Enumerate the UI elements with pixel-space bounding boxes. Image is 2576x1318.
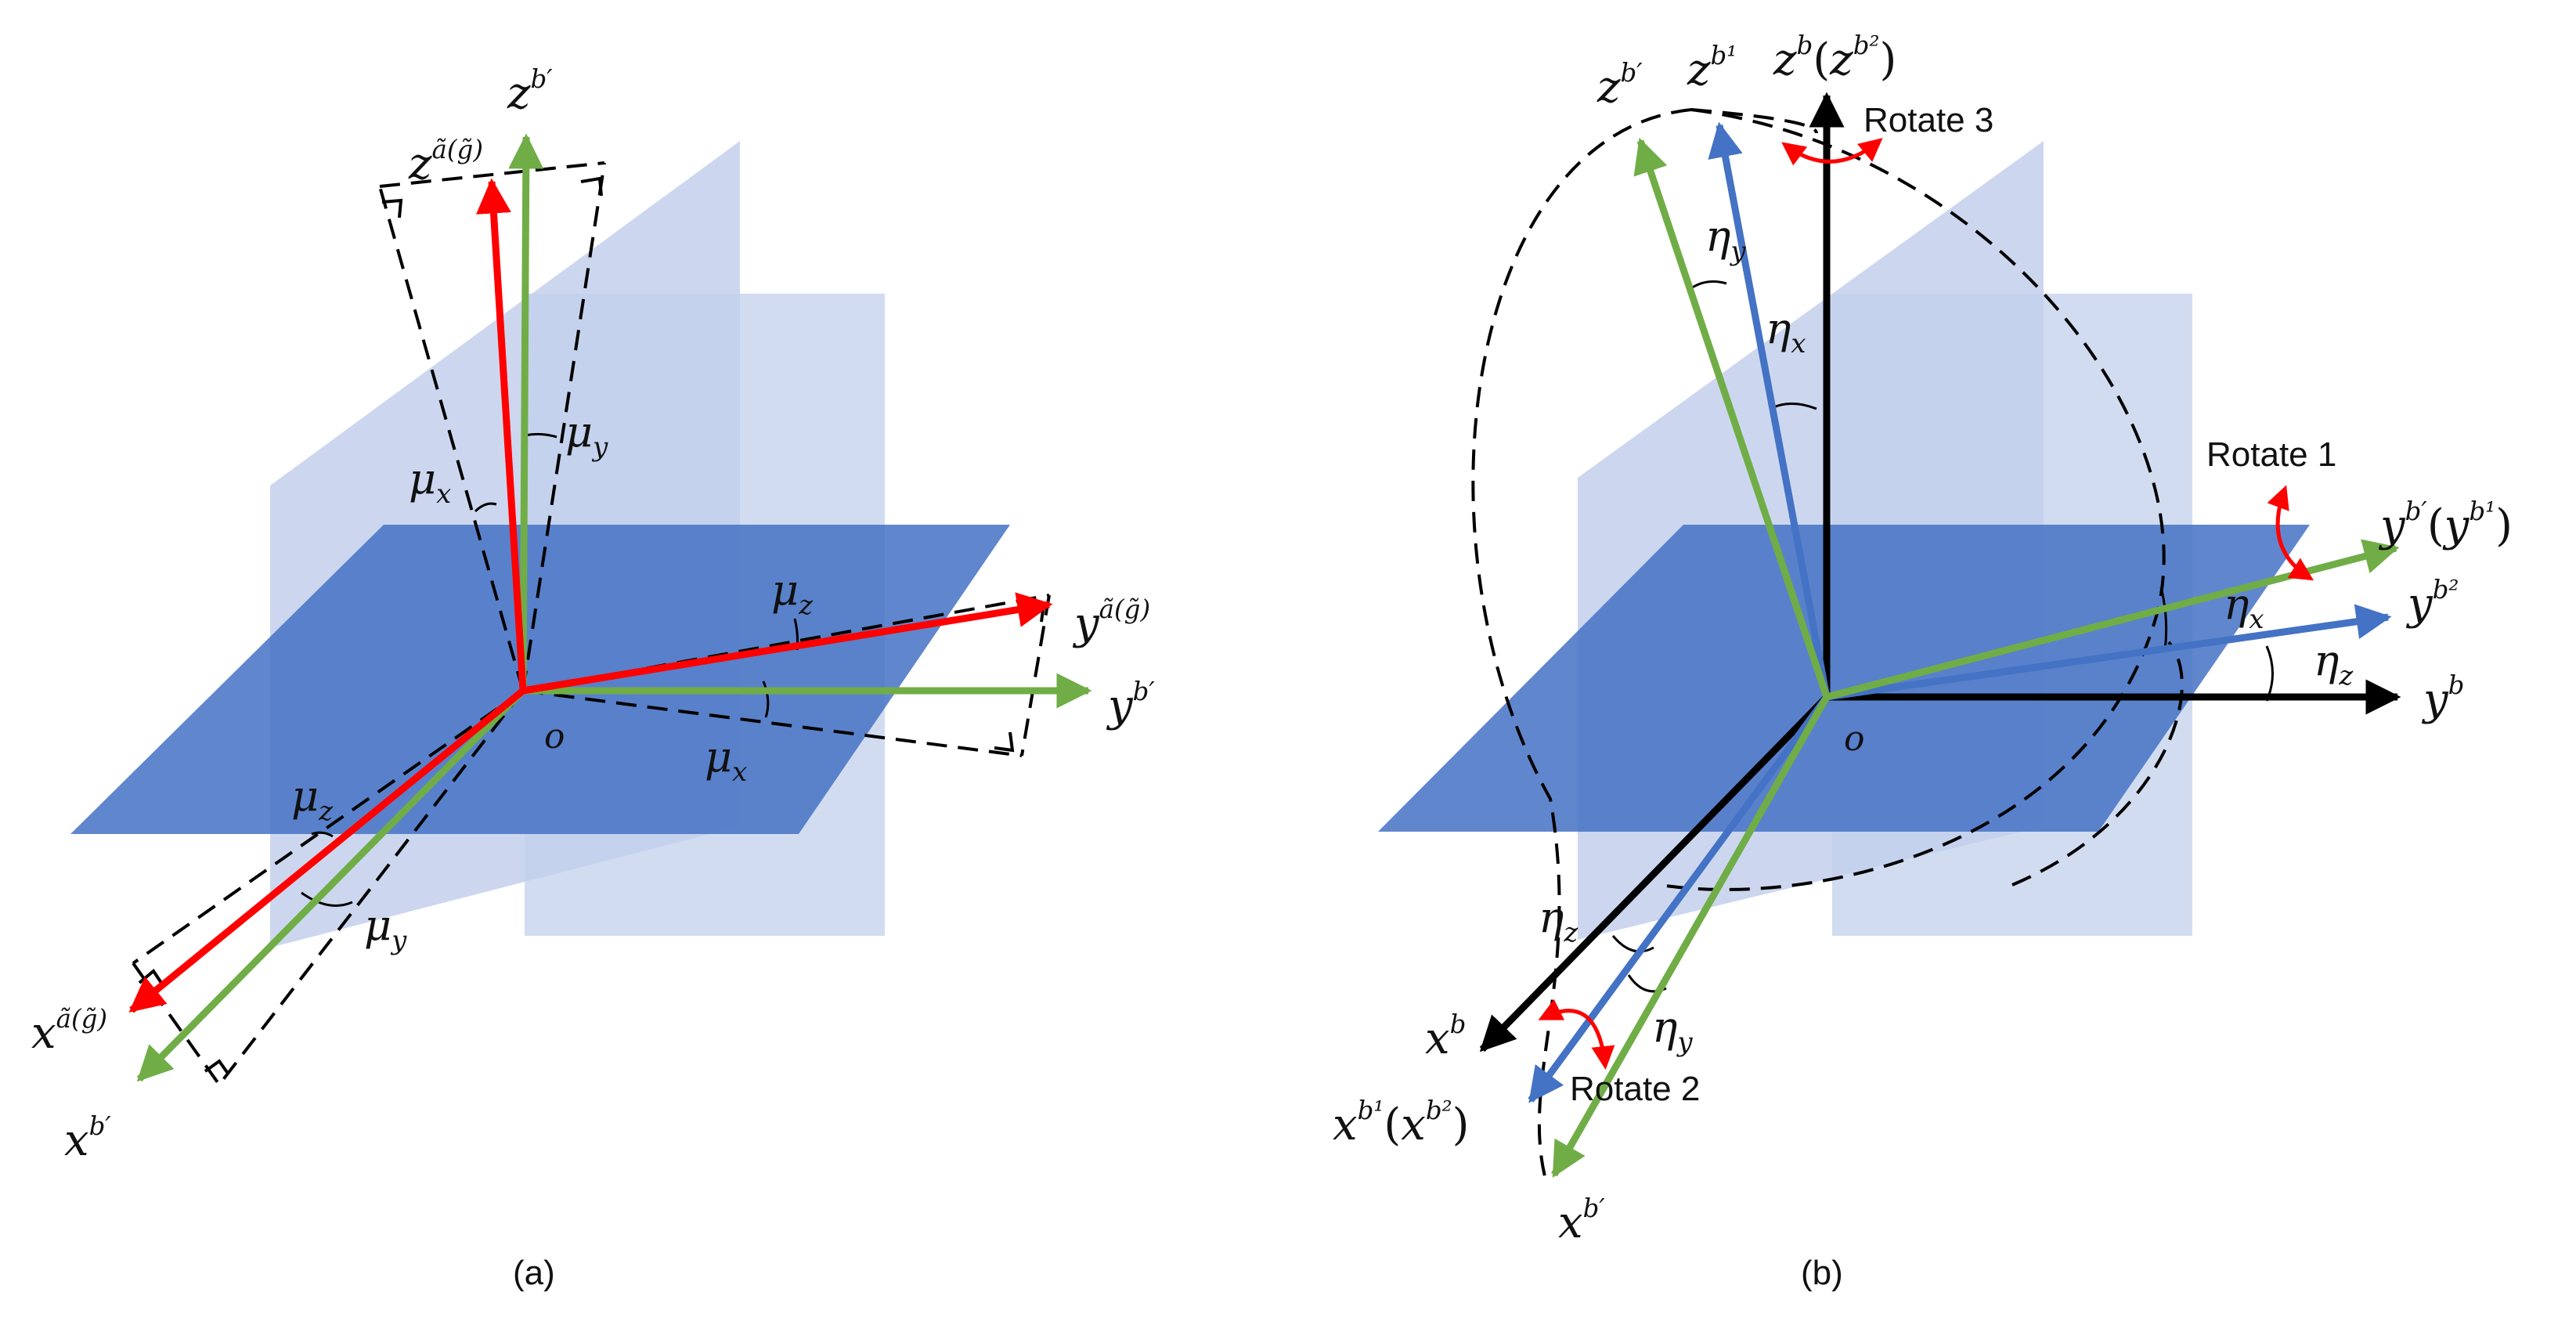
panel-b: o zb′ zb¹ zb(zb²) yb′(yb¹) yb² yb xb xb¹… bbox=[1333, 31, 2513, 1292]
z-ref-axis bbox=[508, 133, 544, 691]
rotate-2-arrow bbox=[1538, 998, 1615, 1070]
label-z-b-prime: zb′ bbox=[1596, 58, 1643, 113]
origin-label-b: o bbox=[1844, 719, 1865, 759]
label-y-b: yb bbox=[2421, 670, 2464, 725]
rotate-1-label: Rotate 1 bbox=[2206, 435, 2336, 474]
x-sensor-axis bbox=[128, 688, 525, 1013]
origin-label-a: o bbox=[544, 717, 565, 756]
y-sensor-axis bbox=[522, 592, 1053, 695]
rotate-3-label: Rotate 3 bbox=[1863, 101, 1993, 139]
rotate-1-arrow bbox=[2267, 485, 2314, 581]
angle-mu-y-left: μy bbox=[364, 901, 407, 956]
label-x-b: xb bbox=[1425, 1009, 1466, 1064]
angle-mu-z-left: μz bbox=[291, 771, 334, 827]
angle-mu-x-top: μx bbox=[409, 454, 451, 510]
label-y-b-prime: yb′(yb¹) bbox=[2378, 497, 2513, 551]
angle-eta-x-top: ηx bbox=[1766, 304, 1806, 359]
caption-b: (b) bbox=[1801, 1254, 1843, 1292]
rotate-2-label: Rotate 2 bbox=[1570, 1070, 1700, 1108]
angle-eta-z-left: ηz bbox=[1539, 893, 1578, 948]
y-b2-axis bbox=[1826, 604, 2392, 701]
label-y-sensor: yã(g̃) bbox=[1072, 594, 1150, 649]
label-y-b2: yb² bbox=[2405, 575, 2459, 630]
x-b-axis bbox=[1479, 694, 1830, 1053]
label-y-ref: yb′ bbox=[1106, 677, 1155, 731]
angle-eta-y-top: ηy bbox=[1705, 211, 1746, 267]
label-z-b1: zb¹ bbox=[1687, 41, 1737, 96]
rotate-3-arrow bbox=[1781, 138, 1883, 166]
angle-mu-z-right: μz bbox=[771, 565, 814, 621]
label-z-ref: zb′ bbox=[507, 64, 553, 119]
label-x-b-prime: xb′ bbox=[1558, 1193, 1605, 1248]
angle-eta-x-right: ηx bbox=[2224, 580, 2264, 635]
horizontal-plane bbox=[70, 525, 1010, 834]
label-z-sensor: zã(g̃) bbox=[408, 135, 483, 190]
angle-eta-y-left: ηy bbox=[1652, 1002, 1693, 1058]
z-sensor-axis bbox=[476, 178, 527, 691]
x-b-prime-axis bbox=[1551, 695, 1830, 1178]
z-b1-axis bbox=[1708, 121, 1831, 698]
angle-eta-z-right: ηz bbox=[2314, 636, 2354, 691]
angle-mu-x-right: μx bbox=[705, 732, 747, 788]
label-x-b1: xb¹(xb²) bbox=[1333, 1096, 1470, 1150]
label-x-ref: xb′ bbox=[64, 1111, 111, 1166]
label-z-b: zb(zb²) bbox=[1773, 31, 1896, 85]
angle-mu-y-top: μy bbox=[565, 407, 608, 463]
x-ref-axis bbox=[136, 688, 526, 1082]
angle-arcs-b bbox=[1611, 280, 2274, 993]
dashed-construction-a bbox=[132, 161, 1051, 1086]
label-x-sensor: xã(g̃) bbox=[31, 1004, 107, 1059]
z-b-prime-axis bbox=[1633, 137, 1831, 699]
panel-a: o zb′ zã(g̃) yã(g̃) yb′ xã(g̃) xb′ μx μy… bbox=[31, 64, 1155, 1292]
caption-a: (a) bbox=[513, 1254, 555, 1292]
